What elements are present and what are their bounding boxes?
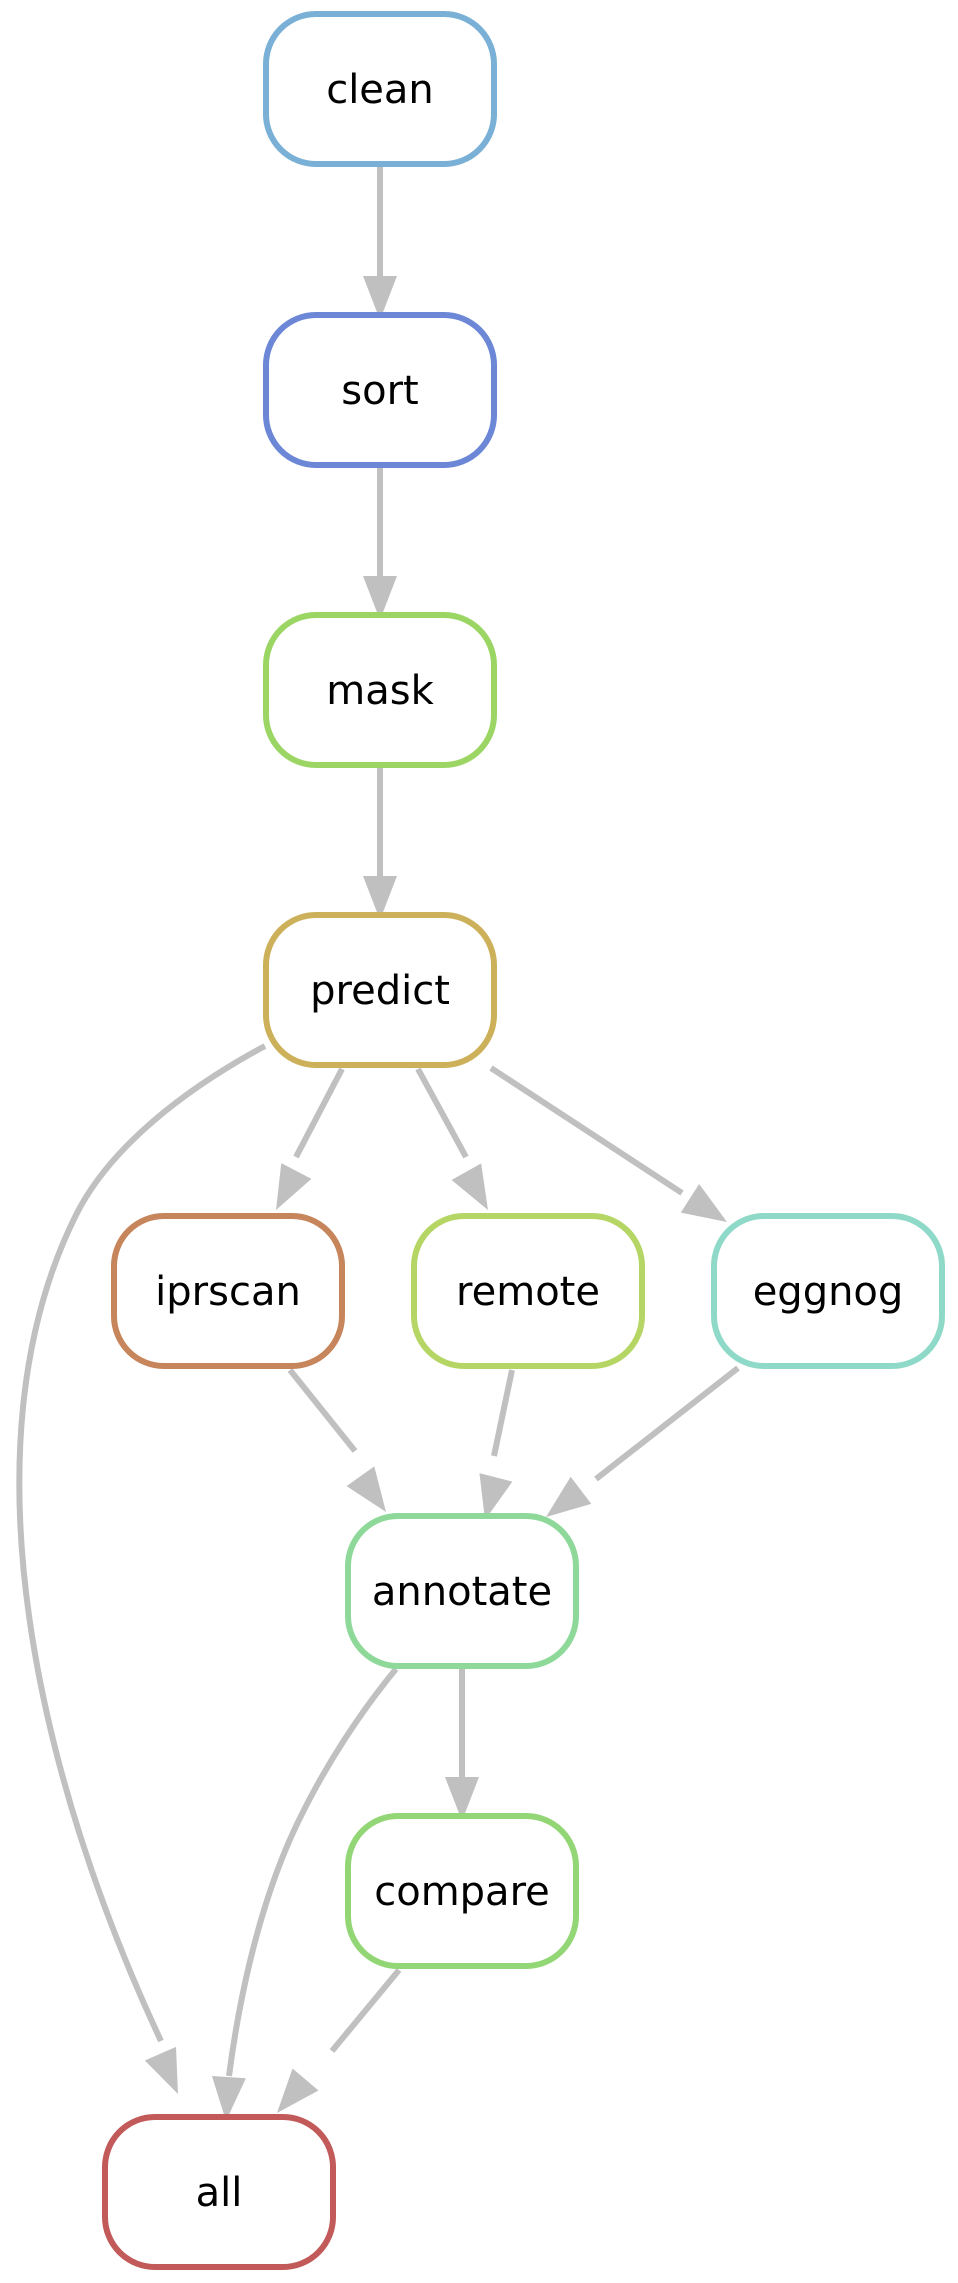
- node-label: predict: [310, 968, 450, 1014]
- edge-arrowhead: [144, 2046, 178, 2094]
- node-label: sort: [341, 368, 418, 414]
- edge-line: [226, 1667, 399, 2077]
- node-box: [345, 1513, 579, 1669]
- node-eggnog: eggnog: [711, 1213, 945, 1369]
- node-predict: predict: [263, 912, 497, 1068]
- edge-iprscan-to-annotate: [287, 1368, 386, 1512]
- node-box: [263, 312, 497, 468]
- edge-arrowhead: [363, 576, 397, 620]
- edge-line: [329, 1968, 402, 2053]
- node-label: iprscan: [155, 1269, 301, 1315]
- node-box: [263, 612, 497, 768]
- edge-arrowhead: [680, 1183, 727, 1222]
- edge-arrowhead: [211, 2075, 246, 2121]
- node-clean: clean: [263, 11, 497, 167]
- node-box: [263, 11, 497, 167]
- node-label: annotate: [372, 1569, 552, 1615]
- edge-annotate-to-all: [211, 1667, 399, 2121]
- node-annotate: annotate: [345, 1513, 579, 1669]
- edge-annotate-to-compare: [445, 1668, 479, 1821]
- edge-clean-to-sort: [363, 166, 397, 320]
- node-mask: mask: [263, 612, 497, 768]
- node-label: mask: [326, 668, 434, 714]
- edge-predict-to-all: [16, 1043, 267, 2094]
- node-label: remote: [456, 1269, 600, 1315]
- node-sort: sort: [263, 312, 497, 468]
- edge-line: [415, 1067, 469, 1159]
- edge-line: [491, 1369, 515, 1457]
- edge-sort-to-mask: [363, 467, 397, 620]
- edge-line: [489, 1065, 684, 1196]
- edge-arrowhead: [363, 876, 397, 920]
- edge-line: [293, 1067, 345, 1159]
- edge-predict-to-eggnog: [489, 1065, 727, 1222]
- node-all: all: [102, 2114, 336, 2270]
- edge-line: [594, 1365, 740, 1482]
- node-box: [711, 1213, 945, 1369]
- edge-predict-to-iprscan: [276, 1067, 345, 1210]
- node-box: [263, 912, 497, 1068]
- edge-arrowhead: [346, 1466, 386, 1512]
- nodes-layer: clean sort mask predict iprscan remote eggnog a…: [102, 11, 945, 2270]
- node-label: all: [196, 2170, 243, 2216]
- edge-arrowhead: [451, 1163, 488, 1210]
- edges-layer: [16, 166, 740, 2121]
- edge-arrowhead: [276, 1163, 312, 1210]
- edge-compare-to-all: [277, 1968, 402, 2113]
- node-iprscan: iprscan: [111, 1213, 345, 1369]
- node-remote: remote: [411, 1213, 645, 1369]
- node-box: [102, 2114, 336, 2270]
- node-label: eggnog: [753, 1269, 904, 1315]
- node-box: [345, 1813, 579, 1969]
- edge-eggnog-to-annotate: [546, 1365, 740, 1517]
- edge-predict-to-remote: [415, 1067, 488, 1210]
- node-label: clean: [326, 67, 434, 113]
- edge-line: [16, 1043, 267, 2043]
- node-box: [111, 1213, 345, 1369]
- edge-mask-to-predict: [363, 767, 397, 920]
- edge-arrowhead: [363, 276, 397, 320]
- edge-arrowhead: [546, 1476, 592, 1517]
- edge-arrowhead: [277, 2068, 319, 2113]
- node-label: compare: [374, 1869, 550, 1915]
- edge-arrowhead: [479, 1473, 513, 1520]
- node-compare: compare: [345, 1813, 579, 1969]
- node-box: [411, 1213, 645, 1369]
- edge-remote-to-annotate: [479, 1369, 515, 1520]
- edge-arrowhead: [445, 1777, 479, 1821]
- edge-line: [287, 1368, 358, 1453]
